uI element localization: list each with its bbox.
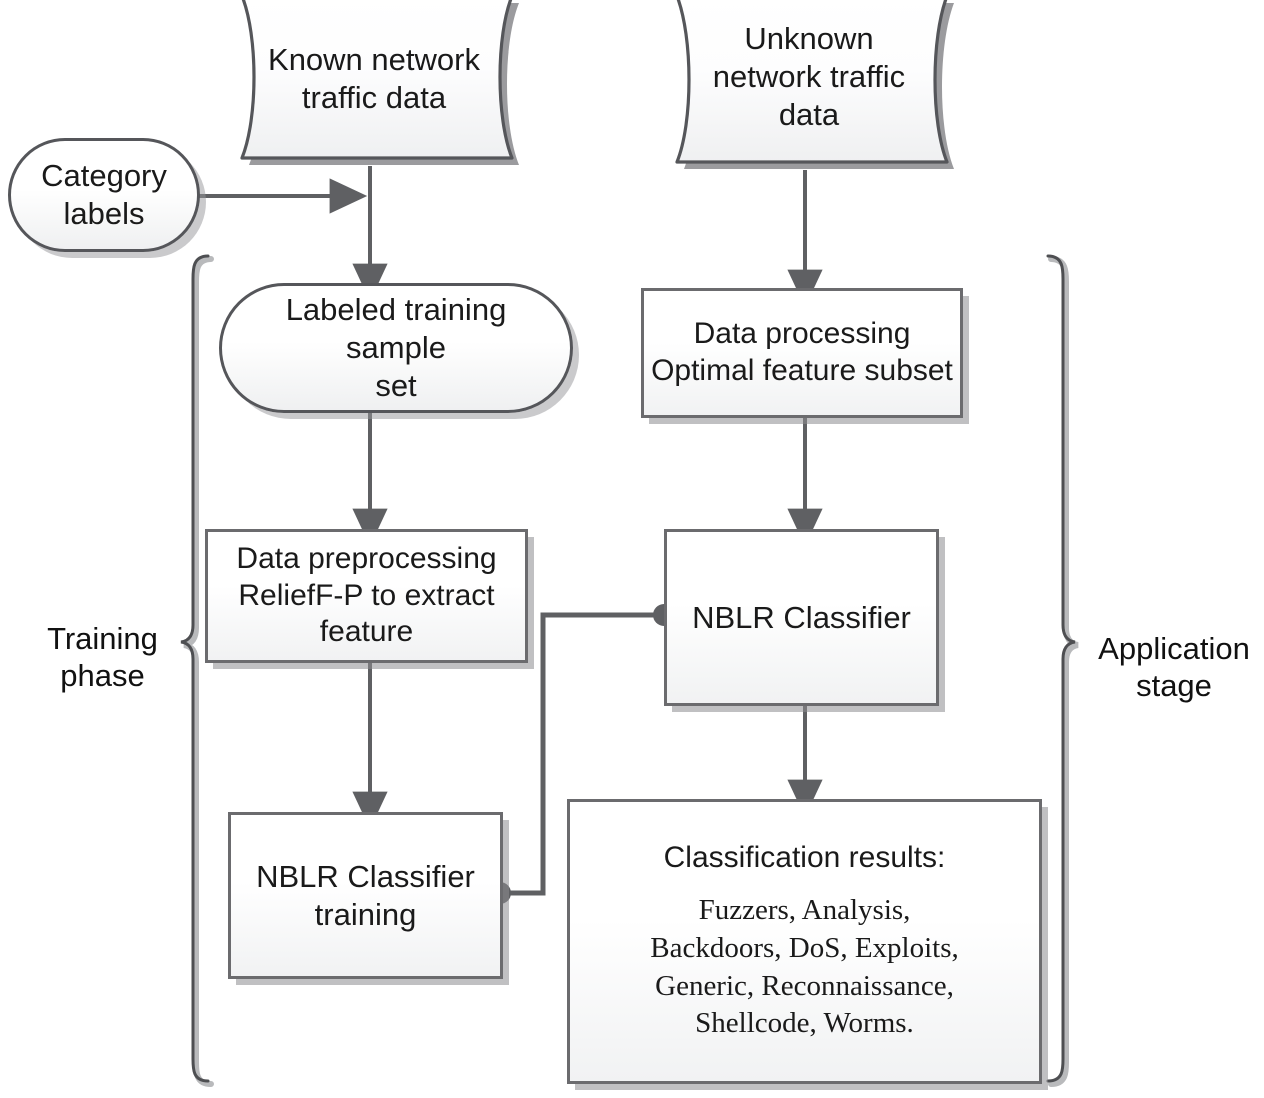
node-data-processing[interactable]: Data processing Optimal feature subset: [641, 288, 963, 418]
unknown-line-2: network traffic: [712, 59, 906, 95]
results-line-1: Fuzzers, Analysis,: [698, 894, 911, 927]
classification-results-body: Fuzzers, Analysis, Backdoors, DoS, Explo…: [578, 892, 1031, 1043]
nblr-classifier-line-1: NBLR Classifier: [692, 599, 911, 635]
label-training-phase: Training phase: [20, 620, 185, 694]
data-processing-text: Data processing Optimal feature subset: [644, 316, 960, 389]
data-preprocessing-text: Data preprocessing ReliefF-P to extract …: [208, 541, 525, 651]
nblr-training-line-2: training: [314, 896, 417, 932]
node-known-network-traffic-data[interactable]: Known network traffic data: [228, 0, 520, 170]
document-shape-known: [240, 0, 519, 165]
results-line-3: Generic, Reconnaissance,: [655, 969, 954, 1002]
node-unknown-network-traffic-data[interactable]: Unknown network traffic data: [663, 0, 955, 174]
classification-results-text: Classification results: Fuzzers, Analysi…: [570, 840, 1039, 1043]
data-processing-line-2: Optimal feature subset: [651, 354, 953, 387]
training-phase-line-2: phase: [60, 658, 145, 694]
nblr-training-text: NBLR Classifier training: [231, 858, 500, 934]
node-nblr-classifier[interactable]: NBLR Classifier: [664, 529, 939, 706]
classification-results-title: Classification results:: [663, 840, 946, 874]
node-data-preprocessing[interactable]: Data preprocessing ReliefF-P to extract …: [205, 529, 528, 663]
document-shape-unknown: [675, 0, 954, 169]
application-stage-line-2: stage: [1136, 668, 1212, 704]
category-line-1: Category: [41, 158, 167, 194]
nblr-classifier-text: NBLR Classifier: [667, 599, 936, 637]
category-labels-text: Category labels: [11, 157, 197, 233]
node-classification-results[interactable]: Classification results: Fuzzers, Analysi…: [567, 799, 1042, 1084]
known-line-1: Known network: [268, 42, 480, 78]
data-preprocessing-line-2: ReliefF-P to extract: [238, 578, 495, 612]
labeled-line-2: set: [375, 367, 417, 403]
known-line-2: traffic data: [301, 80, 447, 115]
node-category-labels[interactable]: Category labels: [8, 138, 200, 252]
results-line-2: Backdoors, DoS, Exploits,: [650, 932, 959, 965]
node-unknown-label: Unknown network traffic data: [663, 0, 955, 174]
training-phase-line-1: Training: [47, 621, 158, 656]
application-stage-line-1: Application: [1098, 631, 1250, 666]
labeled-set-text: Labeled training sample set: [222, 291, 570, 404]
label-application-stage: Application stage: [1088, 630, 1260, 704]
nblr-training-line-1: NBLR Classifier: [256, 858, 475, 894]
unknown-line-3: data: [778, 96, 840, 132]
unknown-line-1: Unknown: [744, 21, 874, 57]
brace-application-stage: [1046, 254, 1079, 1087]
node-known-label: Known network traffic data: [228, 0, 520, 170]
data-preprocessing-line-3: feature: [319, 615, 414, 649]
results-line-4: Shellcode, Worms.: [695, 1007, 914, 1040]
category-line-2: labels: [63, 196, 145, 231]
brace-training-phase: [180, 254, 214, 1087]
data-processing-line-1: Data processing: [693, 317, 911, 351]
labeled-line-1: Labeled training sample: [285, 292, 507, 366]
node-labeled-training-sample-set[interactable]: Labeled training sample set: [219, 283, 573, 413]
data-preprocessing-line-1: Data preprocessing: [236, 542, 497, 576]
node-nblr-classifier-training[interactable]: NBLR Classifier training: [228, 812, 503, 979]
